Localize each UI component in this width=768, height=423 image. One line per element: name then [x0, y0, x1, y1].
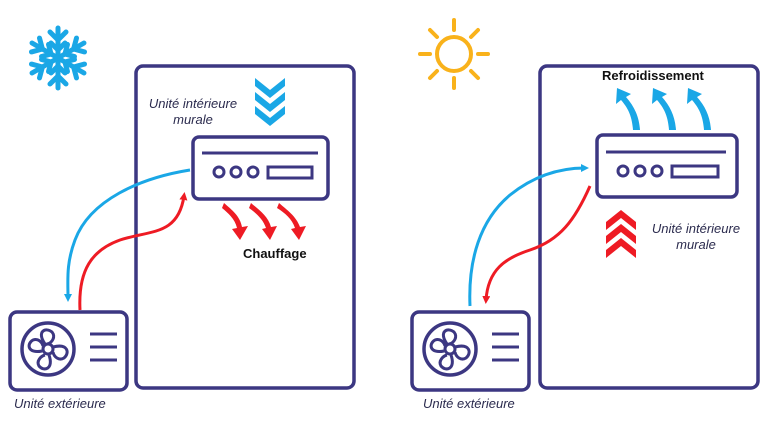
winter-outdoor-unit-label: Unité extérieure: [14, 396, 106, 411]
winter-room-wall: [134, 64, 356, 390]
winter-mode-label: Chauffage: [243, 246, 307, 261]
hot-air-output-arrows: [222, 203, 306, 240]
winter-blue-return-line: [63, 168, 191, 302]
summer-outdoor-unit: [410, 310, 531, 392]
summer-panel: [410, 18, 760, 392]
summer-blue-supply-line: [468, 164, 589, 307]
summer-indoor-unit-label-line2: murale: [676, 237, 716, 252]
winter-indoor-unit: [191, 135, 330, 201]
sun-icon: [418, 18, 490, 90]
cold-air-intake-chevrons: [255, 78, 285, 126]
summer-indoor-unit: [595, 133, 739, 199]
fan-icon: [422, 321, 478, 377]
winter-panel: [8, 25, 356, 392]
winter-indoor-unit-label-line2: murale: [173, 112, 213, 127]
fan-icon: [20, 321, 76, 377]
winter-red-supply-line: [78, 192, 188, 311]
summer-indoor-unit-label-line1: Unité intérieure: [651, 221, 741, 236]
winter-indoor-unit-label-line1: Unité intérieure: [148, 96, 238, 111]
summer-room-wall: [538, 64, 760, 390]
summer-indoor-unit-label: Unité intérieure murale: [644, 221, 748, 253]
cold-air-output-arrows: [616, 88, 711, 130]
hot-air-intake-chevrons: [606, 210, 636, 258]
snowflake-icon: [28, 25, 88, 88]
summer-mode-label: Refroidissement: [602, 68, 704, 83]
summer-red-return-line: [482, 185, 592, 304]
winter-indoor-unit-label: Unité intérieure murale: [142, 96, 244, 128]
summer-outdoor-unit-label: Unité extérieure: [423, 396, 515, 411]
winter-outdoor-unit: [8, 310, 129, 392]
